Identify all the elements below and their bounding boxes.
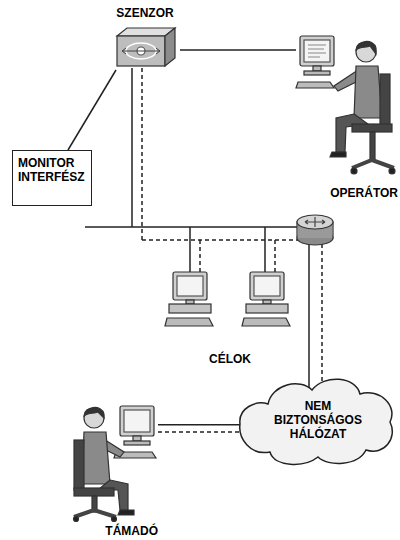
node-label: MONITOR INTERFÉSZ — [18, 156, 86, 184]
label-group: TÁMADÓ — [105, 524, 158, 538]
attack-path-line — [199, 240, 201, 272]
attacker-figure — [74, 406, 157, 522]
lan-wires — [85, 68, 309, 395]
operator-figure — [296, 36, 395, 174]
sensor-wire — [131, 68, 133, 227]
sensor-device — [117, 28, 175, 66]
network-link — [158, 424, 240, 426]
node-label: SZENZOR — [110, 6, 180, 20]
attack-path-line — [274, 240, 276, 272]
computer-icon — [242, 272, 290, 326]
label-group: SZENZOR — [110, 6, 180, 20]
label-group: NEM BIZTONSÁGOS HÁLÓZAT — [263, 399, 373, 441]
lan-line — [85, 226, 298, 228]
attack-path-line — [321, 244, 323, 395]
network-cloud: NEM BIZTONSÁGOS HÁLÓZAT — [238, 372, 398, 468]
label-group: MONITOR INTERFÉSZ — [13, 151, 91, 189]
attack-path-line — [141, 68, 143, 240]
label-group: CÉLOK — [163, 352, 297, 366]
uplink-wire — [308, 244, 310, 395]
target-wire — [264, 227, 266, 272]
label-group: OPERÁTOR — [330, 186, 398, 200]
node-label: CÉLOK — [163, 352, 297, 366]
target-wire — [189, 227, 191, 272]
node-label: TÁMADÓ — [105, 524, 158, 538]
operator-node: OPERÁTOR — [296, 30, 398, 200]
attacker-node: TÁMADÓ — [70, 392, 158, 538]
network-link — [180, 49, 296, 51]
node-label: NEM BIZTONSÁGOS HÁLÓZAT — [263, 399, 373, 441]
sensor-node: SZENZOR — [110, 6, 180, 70]
targets-node: CÉLOK — [163, 262, 297, 366]
attack-path-line — [158, 431, 248, 433]
computer-icon — [165, 272, 213, 326]
cloud-outline — [240, 379, 393, 464]
network-link — [68, 70, 116, 150]
attack-path — [142, 68, 322, 432]
node-label: OPERÁTOR — [330, 186, 398, 200]
callout-box: MONITOR INTERFÉSZ — [12, 150, 92, 206]
target-computers — [165, 272, 290, 326]
router-symbol — [297, 215, 333, 245]
